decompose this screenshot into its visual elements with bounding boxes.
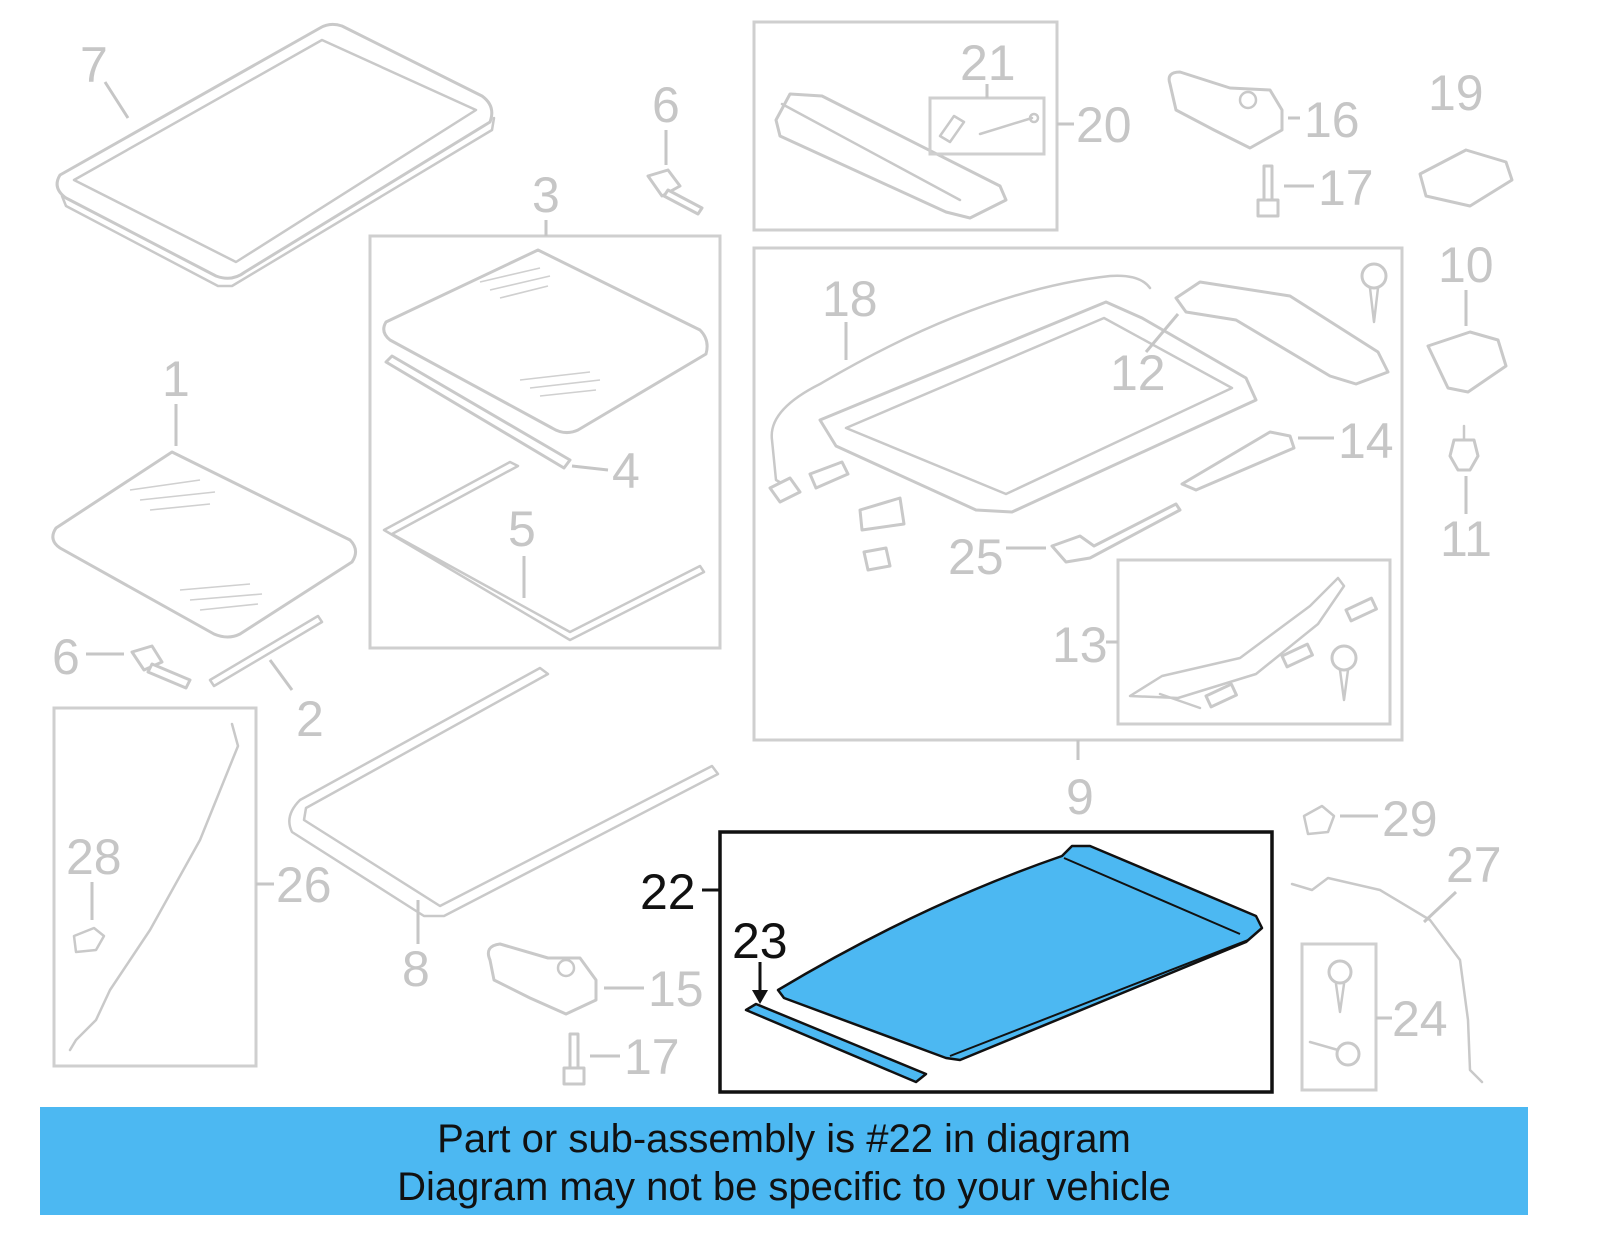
callout-10: 10 <box>1438 237 1494 293</box>
callout-25: 25 <box>948 529 1004 585</box>
callout-18: 18 <box>822 271 878 327</box>
part-13-mechanism <box>1128 576 1378 710</box>
part-15-motor <box>486 942 598 1016</box>
callout-24: 24 <box>1392 991 1448 1047</box>
callout-5: 5 <box>508 501 536 557</box>
part-2-strip <box>208 614 324 688</box>
part-8-seal <box>288 666 720 918</box>
part-11-clip <box>1448 424 1480 472</box>
group-22-box-highlighted <box>718 830 1274 1094</box>
callout-13: 13 <box>1052 617 1108 673</box>
callout-26: 26 <box>276 857 332 913</box>
part-18-drain-hose <box>770 274 1152 490</box>
caption-line-1: Part or sub-assembly is #22 in diagram <box>437 1117 1131 1161</box>
part-9-small-parts <box>768 460 906 572</box>
callout-23: 23 <box>732 913 788 969</box>
part-24-screws <box>1308 959 1361 1067</box>
part-7-glass-frame <box>55 22 496 288</box>
part-25-drive-cable <box>1050 502 1182 564</box>
part-9-screw <box>1360 262 1388 324</box>
caption-line-2: Diagram may not be specific to your vehi… <box>397 1165 1171 1209</box>
part-26-drain-tube <box>68 722 240 1052</box>
callout-29: 29 <box>1382 791 1438 847</box>
part-27-drain-tube <box>1290 876 1484 1084</box>
part-5-weatherstrip <box>382 460 706 642</box>
part-14-cable <box>1180 430 1296 492</box>
callout-16: 16 <box>1304 92 1360 148</box>
part-28-clip <box>72 926 106 954</box>
callout-21: 21 <box>960 35 1016 91</box>
part-17-bolt-bottom <box>562 1032 586 1086</box>
callout-28: 28 <box>66 829 122 885</box>
part-17-bolt-top <box>1256 164 1280 218</box>
part-29-clip <box>1302 804 1336 836</box>
callout-19: 19 <box>1428 65 1484 121</box>
part-20-wind-deflector <box>774 92 1008 220</box>
callout-12: 12 <box>1110 345 1166 401</box>
part-21-clips <box>938 112 1040 144</box>
callout-4: 4 <box>612 443 640 499</box>
part-9-sunroof-frame <box>818 300 1258 514</box>
callout-6-top: 6 <box>652 77 680 133</box>
callout-27: 27 <box>1446 837 1502 893</box>
callout-3: 3 <box>532 167 560 223</box>
group-26-box <box>52 706 258 1068</box>
part-19-switch <box>1418 148 1514 208</box>
caption-banner: Part or sub-assembly is #22 in diagram D… <box>40 1107 1528 1215</box>
part-1-glass <box>51 450 357 639</box>
callout-6-left: 6 <box>52 629 80 685</box>
callout-2: 2 <box>296 691 324 747</box>
part-3-glass-panel <box>382 248 709 435</box>
callout-22: 22 <box>640 864 696 920</box>
part-10-bracket <box>1426 330 1508 394</box>
part-16-motor <box>1167 70 1284 150</box>
callout-14: 14 <box>1338 413 1394 469</box>
callout-7: 7 <box>80 37 108 93</box>
callout-8: 8 <box>402 941 430 997</box>
part-6-bolt-left <box>130 644 192 690</box>
callout-11: 11 <box>1440 511 1492 567</box>
callout-17-top: 17 <box>1318 160 1374 216</box>
callout-17-bottom: 17 <box>624 1029 680 1085</box>
part-6-bolt-top <box>646 168 704 216</box>
callout-1: 1 <box>162 351 190 407</box>
callout-9: 9 <box>1066 769 1094 825</box>
callout-15: 15 <box>648 961 704 1017</box>
part-22-sunshade-highlighted <box>776 844 1264 1062</box>
part-12-rail <box>1174 280 1390 386</box>
arrowhead-23 <box>752 990 768 1004</box>
group-13-box <box>1116 558 1392 726</box>
group-20-box <box>752 20 1059 232</box>
part-23-strip-highlighted <box>744 1002 928 1084</box>
part-4-seal-strip <box>384 354 572 470</box>
callout-20: 20 <box>1076 97 1132 153</box>
